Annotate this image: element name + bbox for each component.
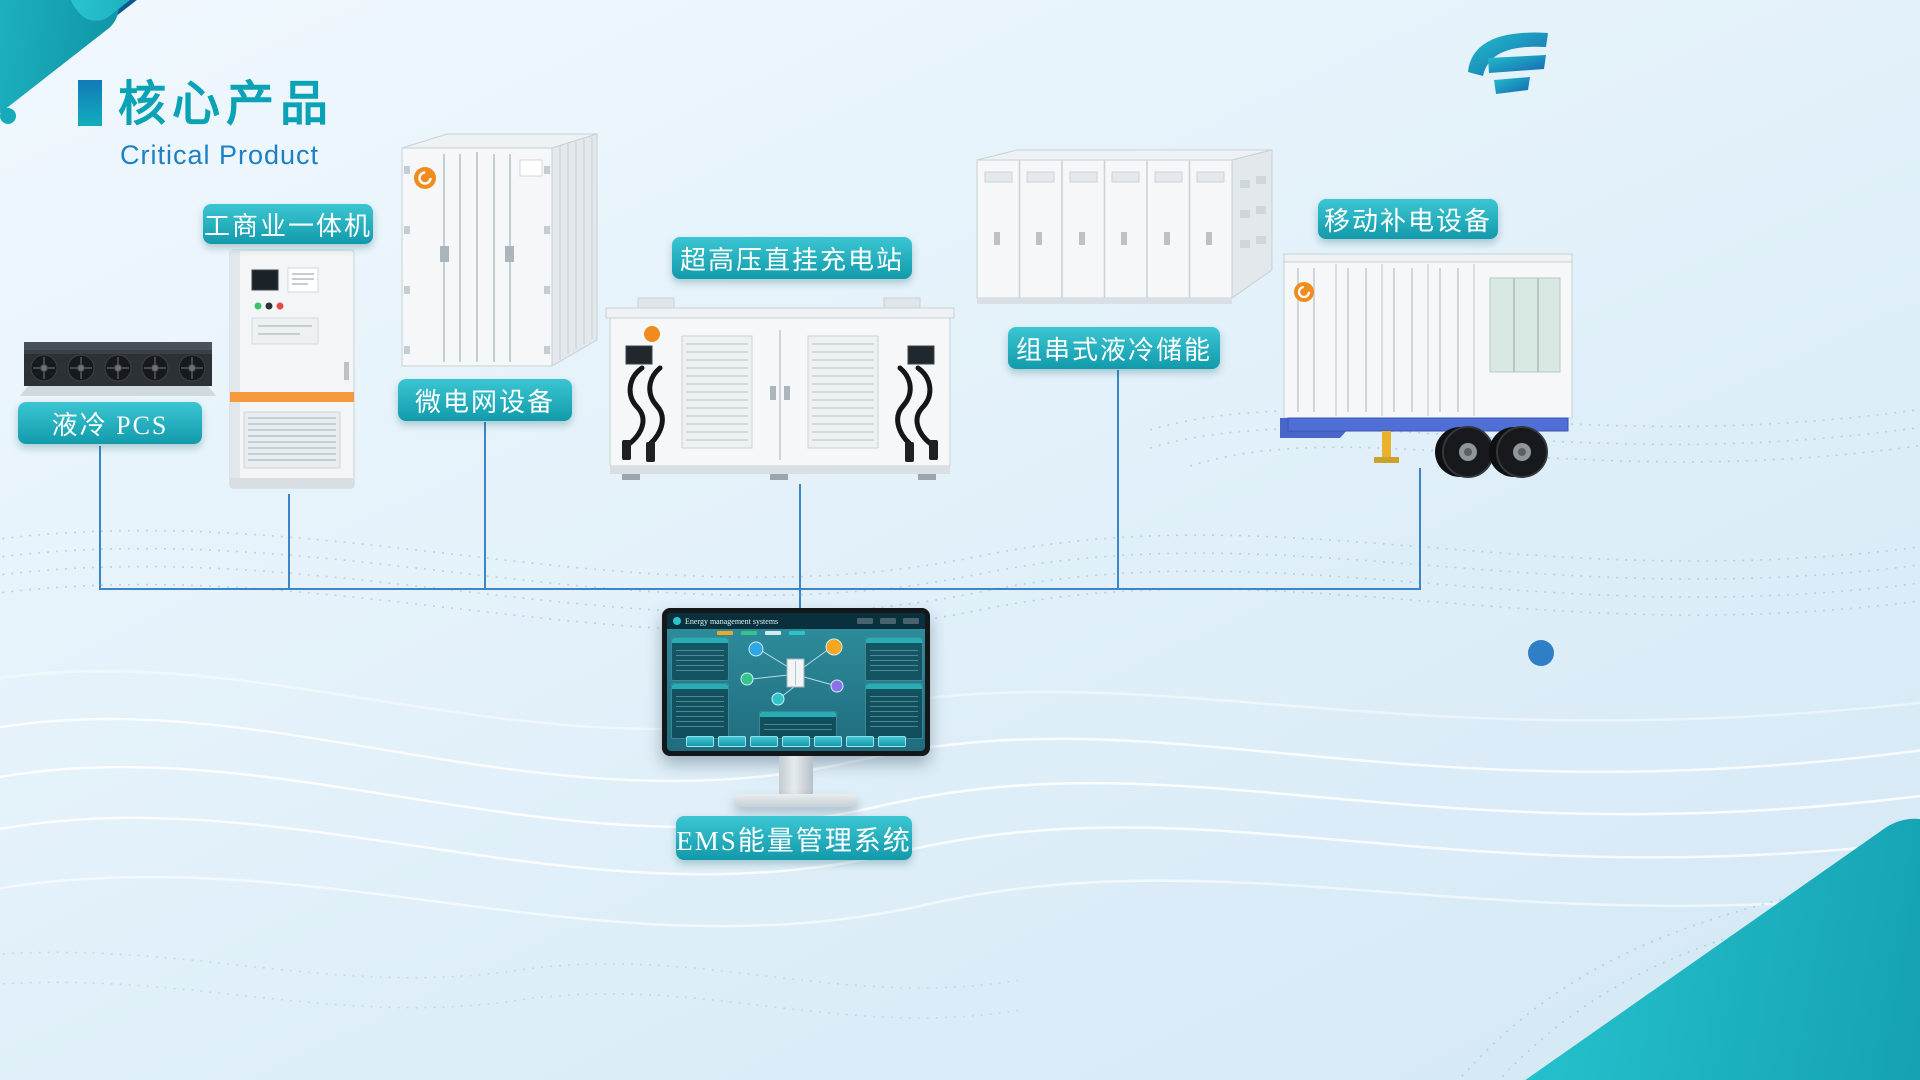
ems-button <box>782 736 810 747</box>
trailer-wheels <box>1435 426 1548 478</box>
connector-all-in-one <box>288 494 290 590</box>
ems-button <box>718 736 746 747</box>
connector-pcs <box>99 446 101 590</box>
ems-mode-dash <box>741 631 757 635</box>
label-pcs: 液冷 PCS <box>18 402 202 444</box>
label-ems: EMS能量管理系统 <box>676 816 912 860</box>
ems-logo-icon <box>673 617 681 625</box>
ems-panel-center-bottom <box>759 711 837 739</box>
label-string-storage: 组串式液冷储能 <box>1008 327 1220 369</box>
monitor-stand-neck <box>779 756 813 794</box>
connector-microgrid <box>484 422 486 590</box>
pcs-fans <box>30 354 206 382</box>
connector-mobile-power <box>1419 468 1421 590</box>
blue-dot-decoration <box>1528 640 1554 666</box>
ems-screen: Energy management systems <box>667 613 925 751</box>
title-accent-bar <box>78 80 102 126</box>
charging-cables-right <box>895 365 934 447</box>
teal-dot-decoration <box>0 108 16 124</box>
brand-logo-icon <box>1468 32 1548 94</box>
page-title: 核心产品 <box>118 78 335 131</box>
string-storage-illustration <box>976 149 1273 304</box>
connector-string-storage <box>1117 370 1119 590</box>
ems-mode-dash <box>789 631 805 635</box>
microgrid-container-illustration <box>401 133 598 367</box>
connector-ems <box>799 590 801 610</box>
container-logo-badge <box>414 167 436 189</box>
ems-header-chip <box>903 618 919 624</box>
ems-mode-dash <box>765 631 781 635</box>
ems-button <box>750 736 778 747</box>
page-subtitle: Critical Product <box>120 140 320 170</box>
label-hv-charging: 超高压直挂充电站 <box>672 237 912 279</box>
all-in-one-cabinet-illustration <box>229 249 355 489</box>
ems-button-row <box>686 736 906 747</box>
ems-button <box>686 736 714 747</box>
charging-cables-left <box>626 365 665 447</box>
monitor-frame: Energy management systems <box>662 608 930 756</box>
ems-button <box>878 736 906 747</box>
monitor-stand-base <box>734 794 858 807</box>
ems-mode-dash <box>717 631 733 635</box>
ems-panel-right-bottom <box>865 683 923 739</box>
label-mobile-power: 移动补电设备 <box>1318 199 1498 239</box>
pcs-unit-illustration <box>20 342 216 396</box>
connector-charging <box>799 484 801 590</box>
ems-mode-bar <box>717 631 805 635</box>
label-microgrid: 微电网设备 <box>398 379 572 421</box>
mobile-power-trailer-illustration <box>1280 253 1573 478</box>
ems-button <box>814 736 842 747</box>
ems-header-chip <box>880 618 896 624</box>
ems-screen-title: Energy management systems <box>685 616 779 626</box>
ems-button <box>846 736 874 747</box>
ems-panel-right-top <box>865 637 923 681</box>
ems-panel-left-top <box>671 637 729 681</box>
ems-monitor: Energy management systems <box>662 608 930 807</box>
label-all-in-one: 工商业一体机 <box>203 204 373 244</box>
ems-panel-left-bottom <box>671 683 729 739</box>
ems-screen-header: Energy management systems <box>667 613 925 629</box>
connector-bus-horizontal <box>99 588 1421 590</box>
ems-topology-diagram <box>740 638 844 706</box>
charging-station-illustration <box>605 297 955 480</box>
title-block: 核心产品 Critical Product <box>78 64 334 171</box>
container-logo-badge <box>644 326 660 342</box>
container-logo-badge <box>1294 282 1314 302</box>
ems-header-chip <box>857 618 873 624</box>
